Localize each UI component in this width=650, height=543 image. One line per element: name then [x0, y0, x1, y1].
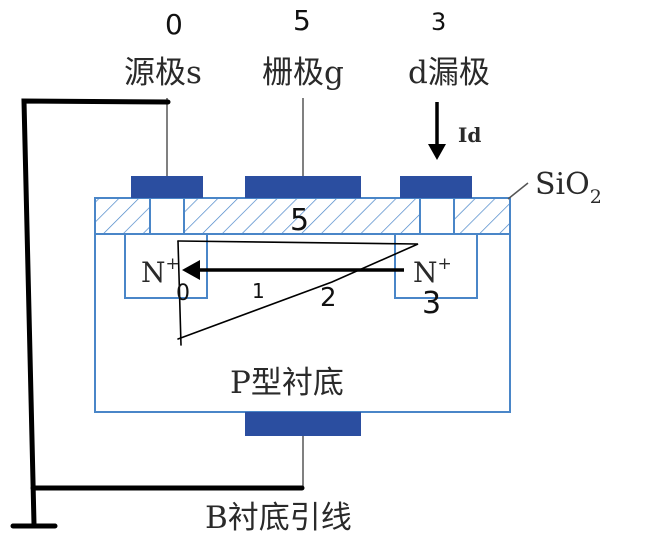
- gate-voltage-oxide-note: 5: [290, 203, 309, 238]
- source-voltage-note: 0: [165, 8, 183, 41]
- n-plus-left-label: N+: [141, 254, 180, 289]
- oxide-label-main: SiO: [535, 167, 590, 202]
- current-label: Id: [458, 123, 481, 147]
- gate-electrode: [245, 176, 361, 198]
- gate-label: 栅极g: [262, 55, 344, 91]
- channel-sketch: [177, 240, 419, 346]
- arrow-left-icon: [182, 260, 404, 280]
- drain-contact-window: [419, 197, 455, 235]
- arrow-down-icon: [428, 102, 446, 160]
- oxide-pointer: [507, 182, 529, 200]
- source-electrode: [131, 176, 203, 198]
- source-contact-window: [149, 197, 185, 235]
- oxide-label-sub: 2: [590, 186, 602, 208]
- substrate-label: P型衬底: [230, 365, 344, 401]
- channel-mid-1-note: 1: [252, 279, 265, 303]
- n-plus-left-sup: +: [166, 254, 180, 274]
- drain-label: d漏极: [408, 55, 490, 91]
- source-label: 源极s: [124, 55, 202, 91]
- n-plus-right-sup: +: [438, 254, 452, 274]
- n-plus-left-main: N: [141, 256, 166, 289]
- n-plus-right-label: N+: [413, 254, 452, 289]
- drain-voltage-note: 3: [431, 8, 446, 36]
- substrate-electrode: [245, 412, 361, 436]
- channel-right-note: 3: [422, 286, 441, 321]
- n-plus-right-main: N: [413, 256, 438, 289]
- gate-voltage-note: 5: [293, 4, 311, 37]
- oxide-label: SiO2: [535, 167, 602, 208]
- channel-mid-2-note: 2: [320, 283, 337, 313]
- ground-icon: [10, 98, 305, 529]
- substrate-lead-label: B衬底引线: [205, 500, 352, 536]
- drain-electrode: [400, 176, 472, 198]
- channel-left-note: 0: [176, 281, 190, 306]
